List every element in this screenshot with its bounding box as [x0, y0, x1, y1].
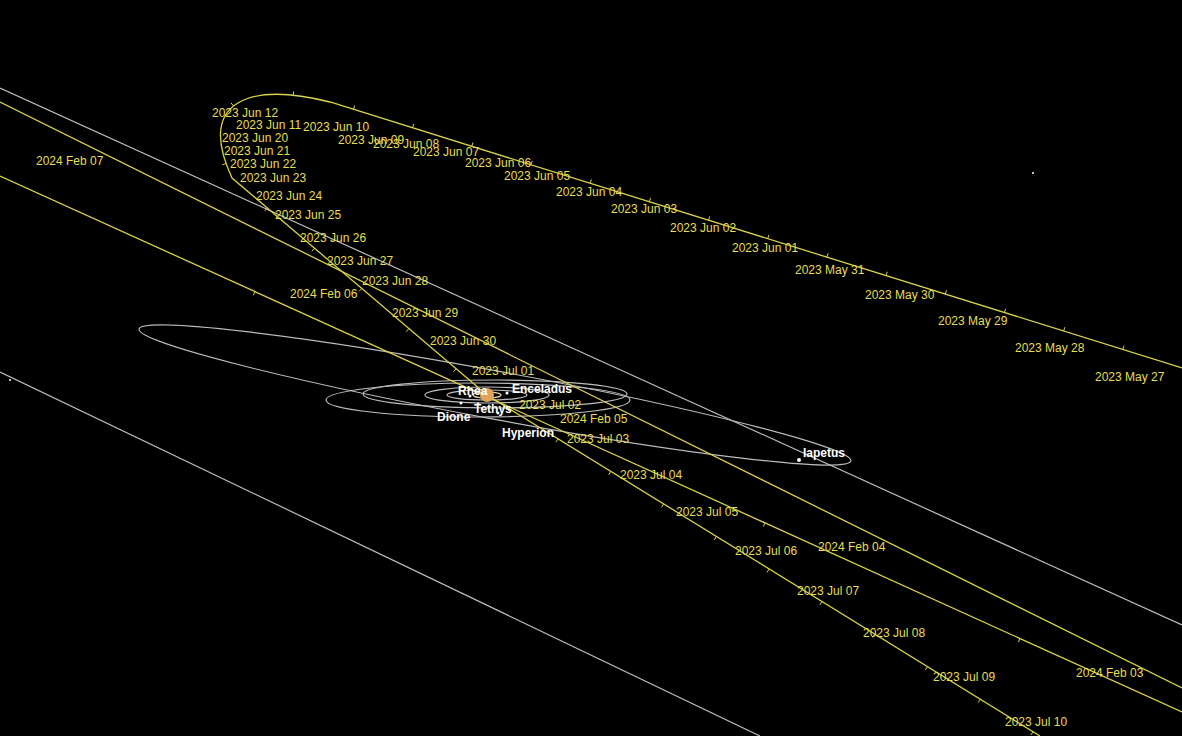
- date-label: 2023 Jun 21: [224, 144, 290, 158]
- tick-mark: [714, 536, 716, 539]
- tick-mark: [925, 667, 927, 670]
- tick-mark: [945, 290, 946, 294]
- date-label: 2023 Jun 11: [236, 118, 301, 132]
- date-label: 2023 Jun 22: [230, 157, 296, 171]
- tick-mark: [1004, 309, 1005, 313]
- tick-mark: [661, 504, 663, 507]
- tick-mark: [767, 569, 769, 572]
- tick-mark: [222, 163, 226, 164]
- date-label: 2023 Jun 04: [556, 185, 622, 199]
- moon-label: Enceladus: [512, 382, 572, 396]
- tick-mark: [1031, 732, 1033, 735]
- moon-label: Iapetus: [803, 446, 845, 460]
- spacecraft-trajectory: [0, 102, 1182, 688]
- tick-mark: [649, 198, 650, 202]
- tick-mark: [763, 523, 765, 527]
- hyperion-orbit: [326, 383, 630, 417]
- date-label: 2023 Jul 07: [797, 584, 859, 598]
- tick-mark: [359, 288, 362, 291]
- tick-mark: [709, 216, 710, 220]
- moon-dots: [9, 172, 1034, 462]
- tick-marks: [222, 91, 1124, 735]
- grey-track: [0, 372, 760, 736]
- date-label: 2023 Jul 02: [519, 398, 581, 412]
- date-label: 2023 May 30: [865, 288, 934, 302]
- grey-track: [0, 88, 1182, 625]
- iapetus-orbit: [135, 305, 856, 484]
- tick-mark: [609, 471, 611, 474]
- tick-mark: [353, 106, 354, 110]
- date-label: 2023 Jun 27: [327, 254, 393, 268]
- date-label: 2023 Jun 30: [430, 334, 496, 348]
- tick-mark: [556, 439, 558, 442]
- tick-mark: [978, 699, 980, 702]
- moon-label: Rhea: [458, 384, 487, 398]
- tick-mark: [531, 161, 532, 165]
- tick-mark: [312, 248, 315, 251]
- date-label: 2023 May 31: [795, 263, 864, 277]
- tick-mark: [590, 179, 591, 183]
- moon-label: Dione: [437, 410, 470, 424]
- date-label: 2023 Jun 28: [362, 274, 428, 288]
- tick-mark: [1123, 346, 1124, 350]
- date-label: 2023 Jun 10: [303, 120, 369, 134]
- date-label: 2023 Jul 09: [933, 670, 995, 684]
- tick-mark: [768, 235, 769, 239]
- date-label: 2023 Jun 24: [256, 189, 322, 203]
- tick-mark: [265, 208, 268, 211]
- date-label: 2023 Jun 25: [275, 208, 341, 222]
- date-label: 2024 Feb 07: [36, 154, 103, 168]
- date-label: 2023 Jul 04: [620, 468, 682, 482]
- tick-mark: [293, 91, 294, 95]
- date-label: 2023 Jun 23: [240, 171, 306, 185]
- tick-mark: [454, 369, 457, 372]
- date-label: 2023 Jul 08: [863, 626, 925, 640]
- date-label: 2023 May 28: [1015, 341, 1084, 355]
- moon-label: Hyperion: [502, 426, 554, 440]
- date-label: 2023 Jul 01: [472, 364, 534, 378]
- tick-mark: [231, 103, 234, 106]
- date-label: 2023 Jun 29: [392, 306, 458, 320]
- tick-mark: [413, 124, 414, 128]
- date-label: 2024 Feb 04: [818, 540, 885, 554]
- date-label: 2023 Jun 06: [465, 156, 531, 170]
- date-label: 2023 Jun 02: [670, 221, 736, 235]
- tick-mark: [253, 292, 255, 296]
- tick-mark: [886, 272, 887, 276]
- date-label: 2023 May 29: [938, 314, 1007, 328]
- tick-mark: [406, 329, 409, 332]
- date-label: 2023 Jul 05: [676, 505, 738, 519]
- date-label: 2023 May 27: [1095, 370, 1164, 384]
- spacecraft-trajectory: [221, 94, 1182, 736]
- tick-mark: [827, 253, 828, 257]
- tick-mark: [1064, 327, 1065, 331]
- date-label: 2023 Jun 01: [732, 241, 798, 255]
- date-label: 2023 Jul 10: [1005, 715, 1067, 729]
- date-label: 2023 Jun 12: [212, 106, 278, 120]
- date-label: 2023 Jul 03: [567, 432, 629, 446]
- date-label: 2023 Jun 05: [504, 169, 570, 183]
- moon-label: Tethys: [474, 402, 512, 416]
- tick-mark: [820, 602, 822, 605]
- date-label: 2024 Feb 03: [1076, 666, 1143, 680]
- date-label: 2023 Jul 06: [735, 544, 797, 558]
- date-label: 2024 Feb 06: [290, 287, 357, 301]
- date-label: 2023 Jun 20: [222, 131, 288, 145]
- date-label: 2023 Jun 03: [611, 202, 677, 216]
- date-label: 2024 Feb 05: [560, 412, 627, 426]
- spacecraft-trajectory: [0, 176, 1182, 712]
- tick-mark: [1018, 639, 1020, 643]
- date-label: 2023 Jun 26: [300, 231, 366, 245]
